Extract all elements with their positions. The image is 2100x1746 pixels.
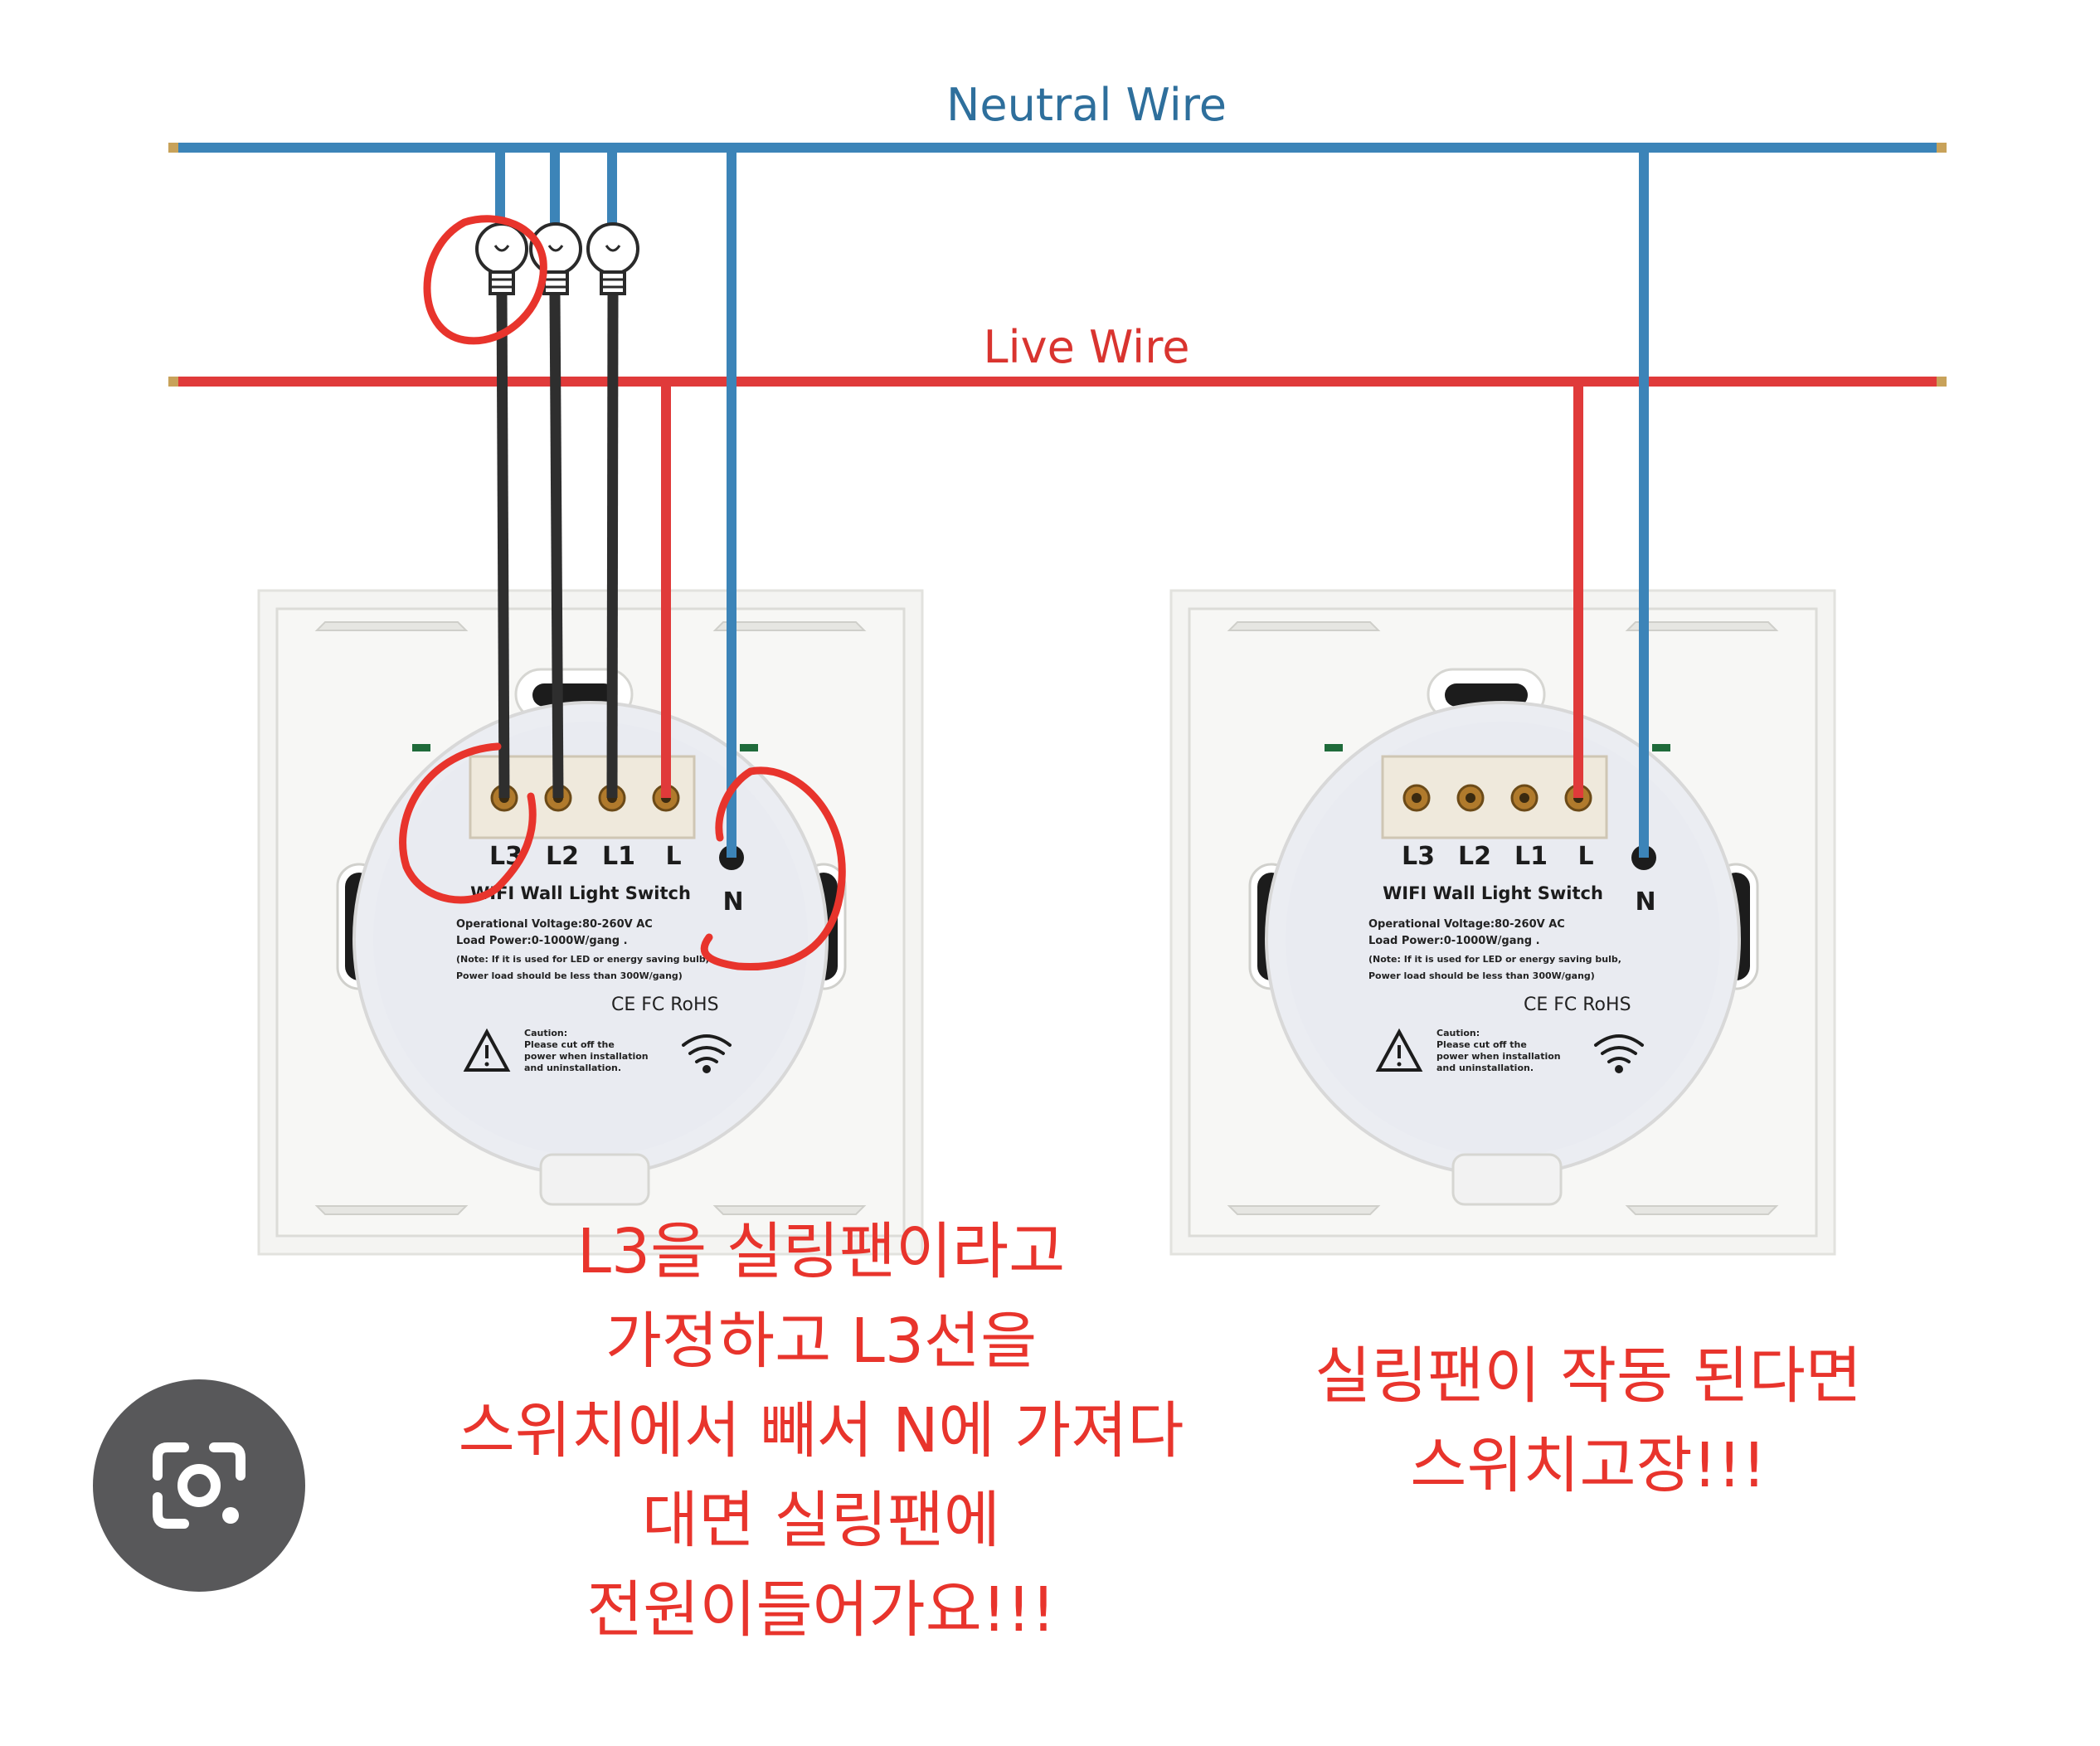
- spec-line: Power load should be less than 300W/gang…: [1368, 970, 1595, 981]
- terminal-label-n: N: [1635, 888, 1655, 917]
- hand-drawn-circle-l3: [399, 742, 537, 904]
- caution-line: Caution:: [524, 1028, 567, 1038]
- cert-marks: CE FC RoHS: [1524, 995, 1631, 1015]
- terminal-label-l1: L1: [1514, 842, 1548, 871]
- spec-line: Load Power:0-1000W/gang .: [1368, 935, 1540, 947]
- annotation-left: L3을 실링팬이라고 가정하고 L3선을 스위치에서 빼서 N에 가져다 대면 …: [365, 1207, 1277, 1655]
- live-wire-label: Live Wire: [984, 321, 1190, 373]
- caution-line: and uninstallation.: [1436, 1063, 1534, 1073]
- spec-line: (Note: If it is used for LED or energy s…: [1368, 954, 1621, 965]
- terminal-label-l2: L2: [546, 842, 579, 871]
- caution-line: power when installation: [1436, 1051, 1561, 1062]
- neutral-wire-label: Neutral Wire: [946, 79, 1227, 131]
- switch-right: L3 L2 L1 L N WIFI Wall Light Switch Oper…: [1169, 589, 1836, 1256]
- spec-line: Operational Voltage:80-260V AC: [1368, 918, 1565, 931]
- light-bulb-icon: [475, 222, 528, 295]
- terminal-label-l: L: [1577, 842, 1593, 871]
- annotation-line: 대면 실링팬에: [641, 1485, 1000, 1556]
- google-lens-button[interactable]: [93, 1379, 305, 1592]
- product-title: WIFI Wall Light Switch: [470, 883, 691, 903]
- cert-marks: CE FC RoHS: [611, 995, 719, 1015]
- caution-line: and uninstallation.: [524, 1063, 621, 1073]
- hand-drawn-circle-bulb: [423, 215, 547, 345]
- spec-line: Load Power:0-1000W/gang .: [456, 935, 628, 947]
- terminal-label-l3: L3: [1402, 842, 1435, 871]
- hand-drawn-circle-n: [700, 766, 846, 971]
- load-wire-l2: [549, 294, 564, 799]
- spec-line: Power load should be less than 300W/gang…: [456, 970, 683, 981]
- annotation-line: 전원이들어가요!!!: [586, 1574, 1056, 1646]
- light-bulb-icon: [586, 222, 639, 295]
- warning-triangle-icon: [463, 1028, 511, 1072]
- annotation-line: L3을 실링팬이라고: [576, 1216, 1066, 1287]
- load-wire-l3: [496, 294, 510, 799]
- caution-line: Caution:: [1436, 1028, 1480, 1038]
- annotation-line: 실링팬이 작동 된다면: [1315, 1340, 1862, 1412]
- google-lens-icon: [153, 1442, 245, 1529]
- caution-line: Please cut off the: [524, 1039, 615, 1050]
- annotation-line: 가정하고 L3선을: [605, 1306, 1038, 1377]
- caution-line: Please cut off the: [1436, 1039, 1527, 1050]
- terminal-label-l1: L1: [602, 842, 635, 871]
- switch-left: L3 L2 L1 L N WIFI Wall Light Switch Oper…: [257, 589, 924, 1256]
- terminal-label-l: L: [665, 842, 681, 871]
- caution-line: power when installation: [524, 1051, 649, 1062]
- load-wire-l1: [606, 294, 619, 799]
- terminal-label-n: N: [722, 888, 743, 917]
- wifi-icon: [682, 1034, 732, 1073]
- product-title: WIFI Wall Light Switch: [1383, 883, 1603, 903]
- annotation-right: 실링팬이 작동 된다면 스위치고장!!!: [1215, 1331, 1961, 1510]
- spec-line: Operational Voltage:80-260V AC: [456, 918, 653, 931]
- terminal-label-l2: L2: [1458, 842, 1491, 871]
- wifi-icon: [1594, 1034, 1644, 1073]
- warning-triangle-icon: [1375, 1028, 1423, 1072]
- annotation-line: 스위치에서 빼서 N에 가져다: [458, 1395, 1184, 1466]
- annotation-line: 스위치고장!!!: [1410, 1430, 1767, 1501]
- spec-line: (Note: If it is used for LED or energy s…: [456, 954, 709, 965]
